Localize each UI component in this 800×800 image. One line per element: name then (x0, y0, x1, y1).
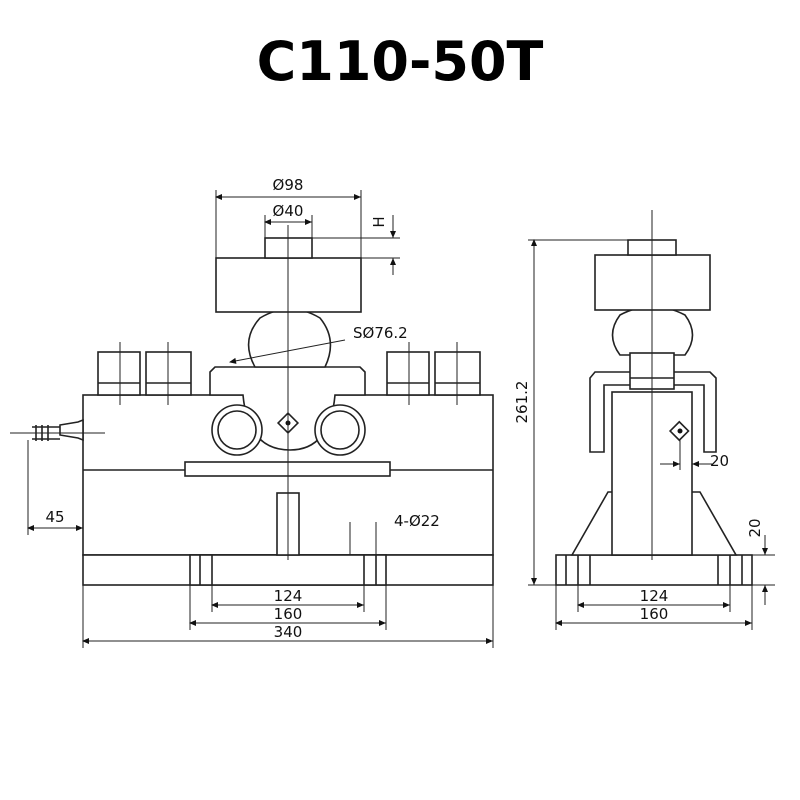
dim-front-base-outer: 160 (274, 605, 303, 623)
dim-overall-length: 340 (274, 623, 303, 641)
dim-side-base-thickness: 20 (746, 518, 764, 537)
front-sphere (247, 308, 332, 368)
dim-holes: 4-Ø22 (394, 512, 440, 530)
dim-top-outer: Ø98 (273, 176, 304, 194)
dim-side-height: 261.2 (513, 381, 531, 424)
dim-side-base-inner: 124 (640, 587, 669, 605)
front-view: Ø98 Ø40 H SØ76.2 45 4-Ø22 124 160 (10, 176, 494, 648)
dim-front-base-inner: 124 (274, 587, 303, 605)
dim-sphere: SØ76.2 (353, 324, 408, 342)
dim-side-offset: 20 (710, 452, 729, 470)
dim-height-mark: H (370, 216, 388, 227)
dim-side-base-outer: 160 (640, 605, 669, 623)
front-bolts-left (97, 342, 192, 405)
dim-top-inner: Ø40 (273, 202, 304, 220)
side-view: 261.2 20 20 124 160 (513, 210, 775, 630)
drawing-title: C110-50T (256, 30, 544, 93)
front-cable (10, 418, 105, 442)
front-bolts-right (386, 342, 481, 405)
side-bracket (589, 371, 717, 453)
side-base-plate (555, 554, 753, 586)
dim-cable-offset: 45 (45, 508, 64, 526)
